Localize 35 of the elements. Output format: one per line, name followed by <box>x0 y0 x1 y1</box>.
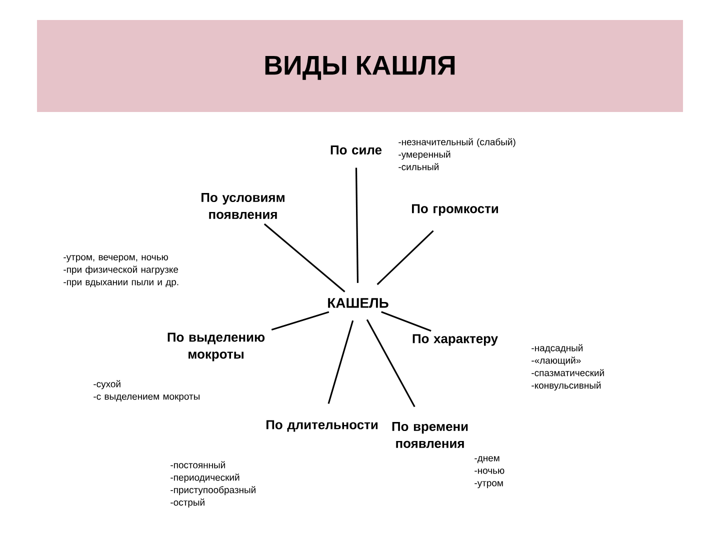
list-item: -при вдыхании пыли и др. <box>64 280 178 288</box>
list-item: -ночью <box>474 468 504 474</box>
list-item: -надсадный <box>532 344 583 354</box>
list-item: -острый <box>170 498 204 508</box>
list-item: -утром, вечером, ночью <box>64 255 168 262</box>
list-item: -спазматический <box>532 369 604 376</box>
connector-line <box>328 320 354 404</box>
heading-label: По силе <box>330 145 382 154</box>
heading-label: По громкости <box>412 204 498 216</box>
connector-line <box>366 319 416 408</box>
connector-line <box>271 311 330 331</box>
list-item: -сильный <box>398 163 438 170</box>
connector-line <box>381 311 432 332</box>
list-item: -периодический <box>170 474 240 483</box>
connector-line <box>355 168 359 283</box>
list-item: -умеренный <box>398 150 450 160</box>
connector-line <box>264 223 346 292</box>
heading-label: По длительности <box>266 420 378 432</box>
heading-label: По условиям появления <box>202 193 284 219</box>
connector-line <box>376 230 434 286</box>
list-item: -незначительный (слабый) <box>398 138 516 148</box>
list-item: -днем <box>474 456 500 464</box>
list-item: -постоянный <box>170 461 225 468</box>
list-item: -сухой <box>94 380 120 390</box>
list-item: -конвульсивный <box>532 382 601 391</box>
title: ВИДЫ КАШЛЯ <box>265 56 455 80</box>
list-item: -приступообразный <box>170 486 256 496</box>
list-item: -при физической нагрузке <box>64 266 178 275</box>
heading-label: По характеру <box>412 334 498 346</box>
central-label: КАШЕЛЬ <box>328 298 388 308</box>
heading-label: По выделению мокроты <box>168 332 265 362</box>
list-item: -«лающий» <box>532 356 581 366</box>
list-item: -с выделением мокроты <box>94 394 200 402</box>
heading-label: По времени появления <box>392 422 468 448</box>
list-item: -утром <box>474 481 503 488</box>
